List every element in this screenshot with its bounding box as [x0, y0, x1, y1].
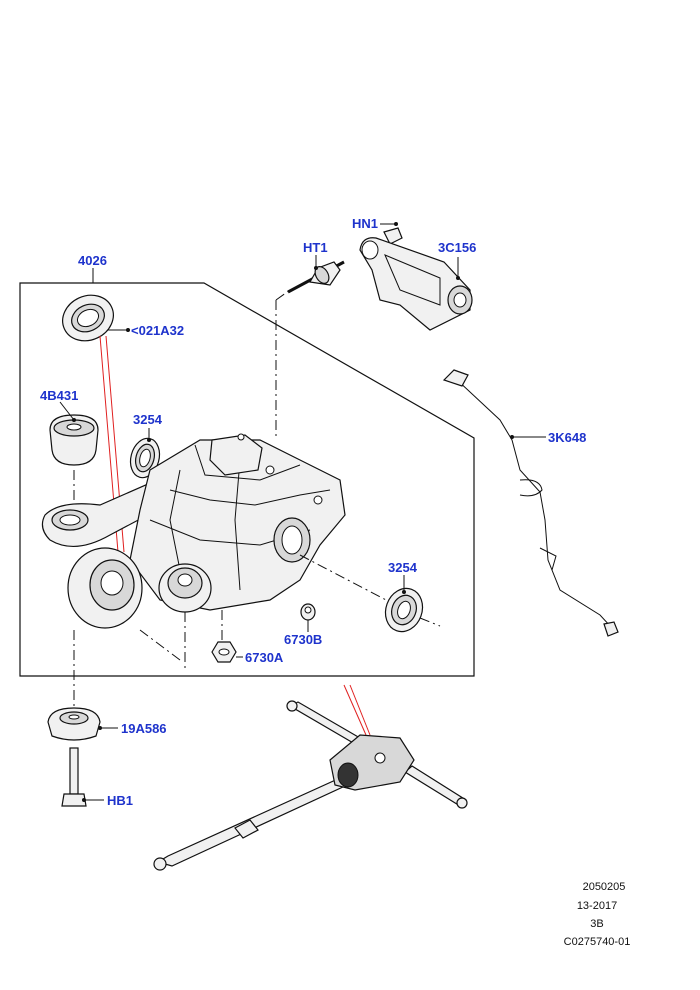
rear-differential-housing[interactable] — [41, 433, 346, 629]
callout-3254-left[interactable]: 3254 — [133, 412, 163, 427]
centerline-3254-right — [299, 554, 391, 603]
insulator-19a586[interactable] — [47, 707, 101, 741]
callout-hb1[interactable]: HB1 — [107, 793, 133, 808]
oil-seal-3254-left[interactable] — [126, 435, 163, 481]
wiring-harness-3k648[interactable] — [442, 369, 619, 637]
leader-4b431 — [59, 401, 75, 421]
callout-3254-right[interactable]: 3254 — [388, 560, 418, 575]
callout-hn1[interactable]: HN1 — [352, 216, 378, 231]
bolt-hb1[interactable] — [61, 747, 87, 807]
nut-hn1[interactable] — [383, 227, 403, 245]
callout-6730b[interactable]: 6730B — [284, 632, 322, 647]
centerline-ht1 — [275, 289, 291, 301]
footer-code-3: 3B — [590, 918, 603, 930]
callout-6730a[interactable]: 6730A — [245, 650, 284, 665]
plug-6730b[interactable] — [300, 603, 316, 621]
callout-ht1[interactable]: HT1 — [303, 240, 328, 255]
callout-4b431[interactable]: 4B431 — [40, 388, 78, 403]
callout-3k648[interactable]: 3K648 — [548, 430, 586, 445]
callout-19a586[interactable]: 19A586 — [121, 721, 167, 736]
centerline-3254-right-end — [419, 617, 441, 627]
footer-code-4: C0275740-01 — [564, 936, 631, 948]
assembly-frame — [19, 282, 475, 677]
plug-6730a[interactable] — [211, 641, 237, 663]
centerline-cover — [139, 629, 181, 661]
oil-seal-021a32[interactable] — [55, 287, 121, 349]
bushing-4b431[interactable] — [49, 414, 99, 466]
control-module-3c156[interactable] — [359, 237, 473, 331]
footer-code-1: 2050205 — [583, 881, 626, 893]
callout-4026[interactable]: 4026 — [78, 253, 107, 268]
oil-seal-3254-right[interactable] — [380, 583, 429, 637]
drivetrain-overview — [153, 684, 468, 871]
footer-code-2: 13-2017 — [577, 900, 617, 912]
callout-3c156[interactable]: 3C156 — [438, 240, 476, 255]
callout-021a32[interactable]: <021A32 — [131, 323, 184, 338]
